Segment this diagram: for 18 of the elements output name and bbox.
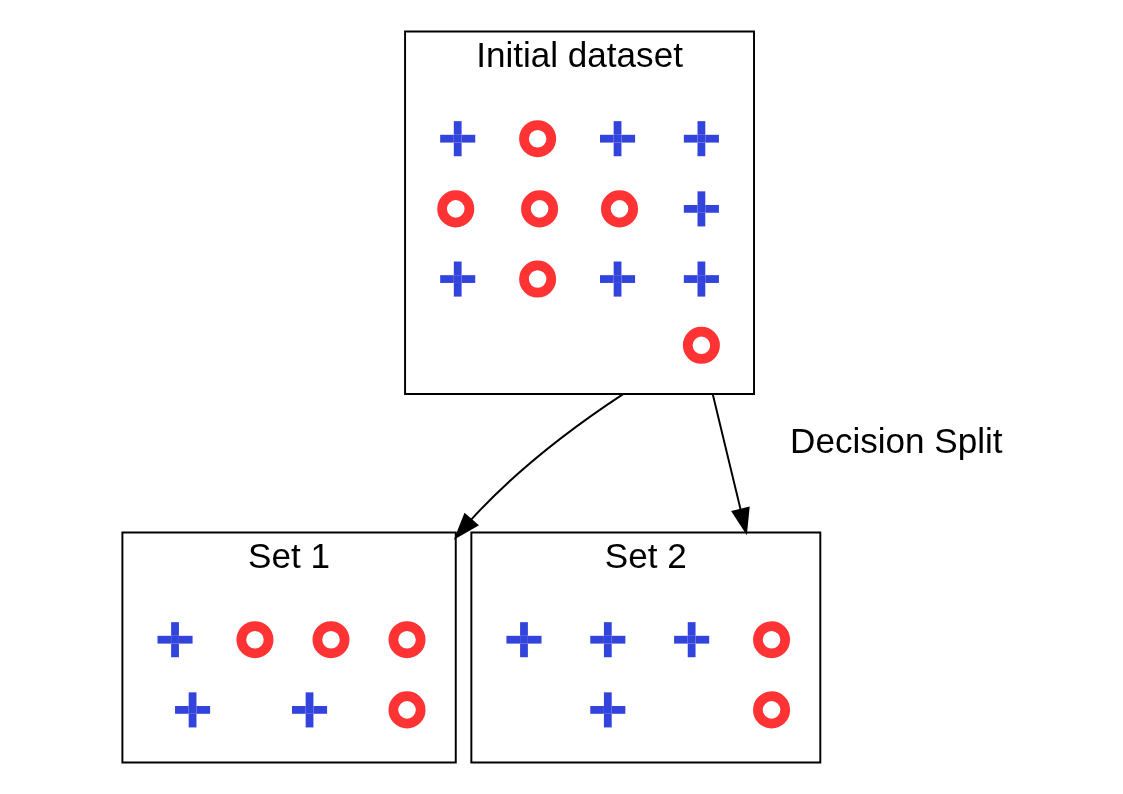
arrow: [453, 393, 624, 540]
node-circle: [388, 621, 426, 659]
cluster: Set 1: [120, 531, 457, 764]
node-circle: [311, 621, 349, 659]
label: Decision Split: [789, 421, 1003, 461]
arrow: [711, 393, 750, 536]
node-circle: [436, 190, 474, 228]
node-circle: [518, 260, 556, 298]
node-circle: [235, 621, 273, 659]
node-circle: [682, 326, 720, 364]
node-circle: [752, 621, 790, 659]
node-circle: [520, 190, 558, 228]
node-circle: [752, 691, 790, 729]
cluster: Initial dataset: [403, 30, 755, 396]
node-circle: [518, 120, 556, 158]
node-circle: [600, 190, 638, 228]
cluster: Set 2: [469, 531, 821, 764]
node-circle: [388, 691, 426, 729]
